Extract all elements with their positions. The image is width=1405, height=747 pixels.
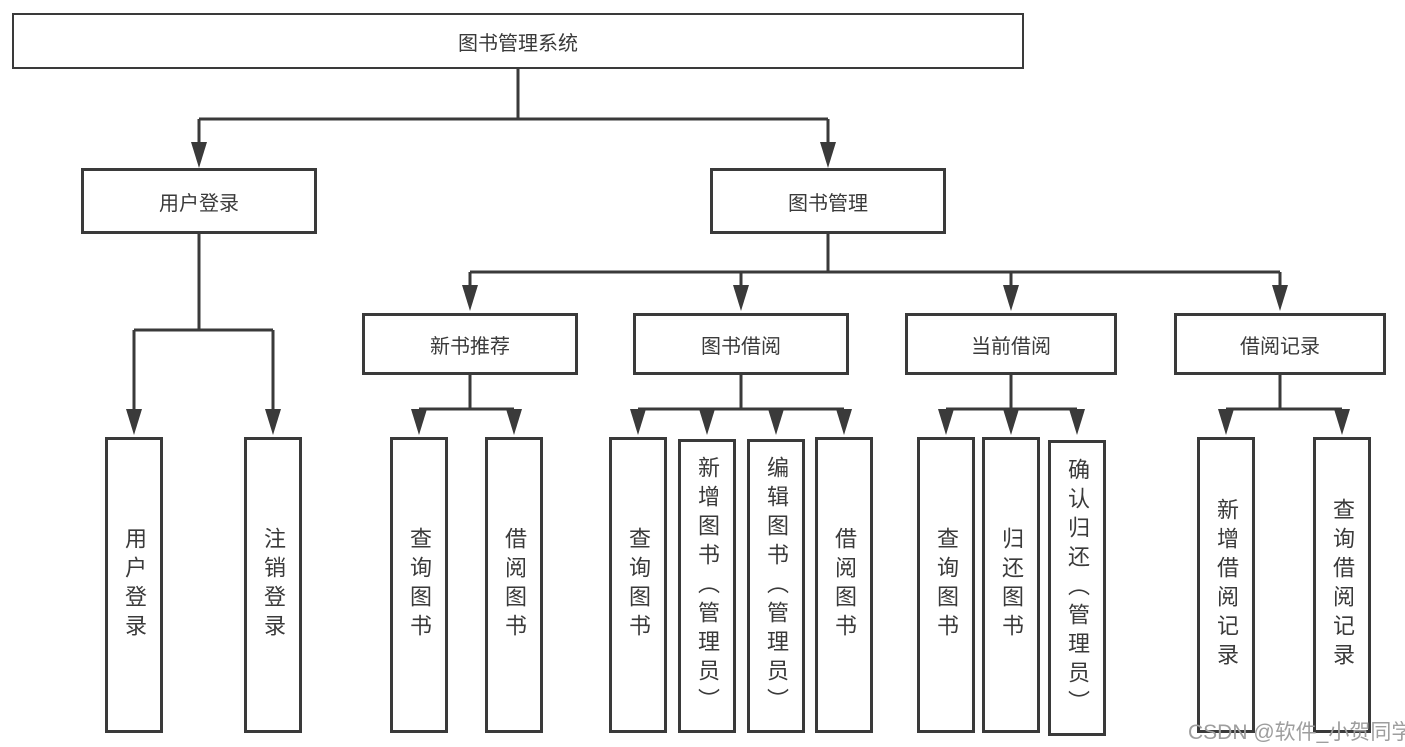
node-library-management-system: 图书管理系统: [12, 13, 1024, 69]
leaf-return-books: 归还图书: [982, 437, 1040, 733]
node-book-borrowing: 图书借阅: [633, 313, 849, 375]
node-book-management: 图书管理: [710, 168, 946, 234]
leaf-query-books-recommend: 查询图书: [390, 437, 448, 733]
leaf-query-borrow-record: 查询借阅记录: [1313, 437, 1371, 733]
leaf-query-books-borrowing: 查询图书: [609, 437, 667, 733]
csdn-watermark: CSDN @软件_小贺同学: [1188, 721, 1405, 744]
leaf-borrow-books-recommend: 借阅图书: [485, 437, 543, 733]
leaf-query-books-current: 查询图书: [917, 437, 975, 733]
connector-new-book-to-leaves: [411, 375, 522, 435]
node-new-book-recommendation: 新书推荐: [362, 313, 578, 375]
leaf-edit-book-admin: 编辑图书（管理员）: [747, 439, 805, 733]
connector-book-borrowing-to-leaves: [630, 375, 852, 435]
connector-user-login-to-leaves: [126, 234, 281, 435]
leaf-add-book-admin: 新增图书（管理员）: [678, 439, 736, 733]
connector-borrow-records-to-leaves: [1218, 375, 1350, 435]
leaf-confirm-return-admin: 确认归还（管理员）: [1048, 440, 1106, 736]
leaf-add-borrow-record: 新增借阅记录: [1197, 437, 1255, 733]
connector-book-management-to-level3: [462, 234, 1288, 311]
connector-current-borrowing-to-leaves: [938, 375, 1085, 435]
node-borrowing-records: 借阅记录: [1174, 313, 1386, 375]
leaf-user-login: 用户登录: [105, 437, 163, 733]
connector-root-to-level2: [191, 69, 836, 168]
leaf-borrow-books: 借阅图书: [815, 437, 873, 733]
node-user-login: 用户登录: [81, 168, 317, 234]
leaf-logout: 注销登录: [244, 437, 302, 733]
node-current-borrowing: 当前借阅: [905, 313, 1117, 375]
